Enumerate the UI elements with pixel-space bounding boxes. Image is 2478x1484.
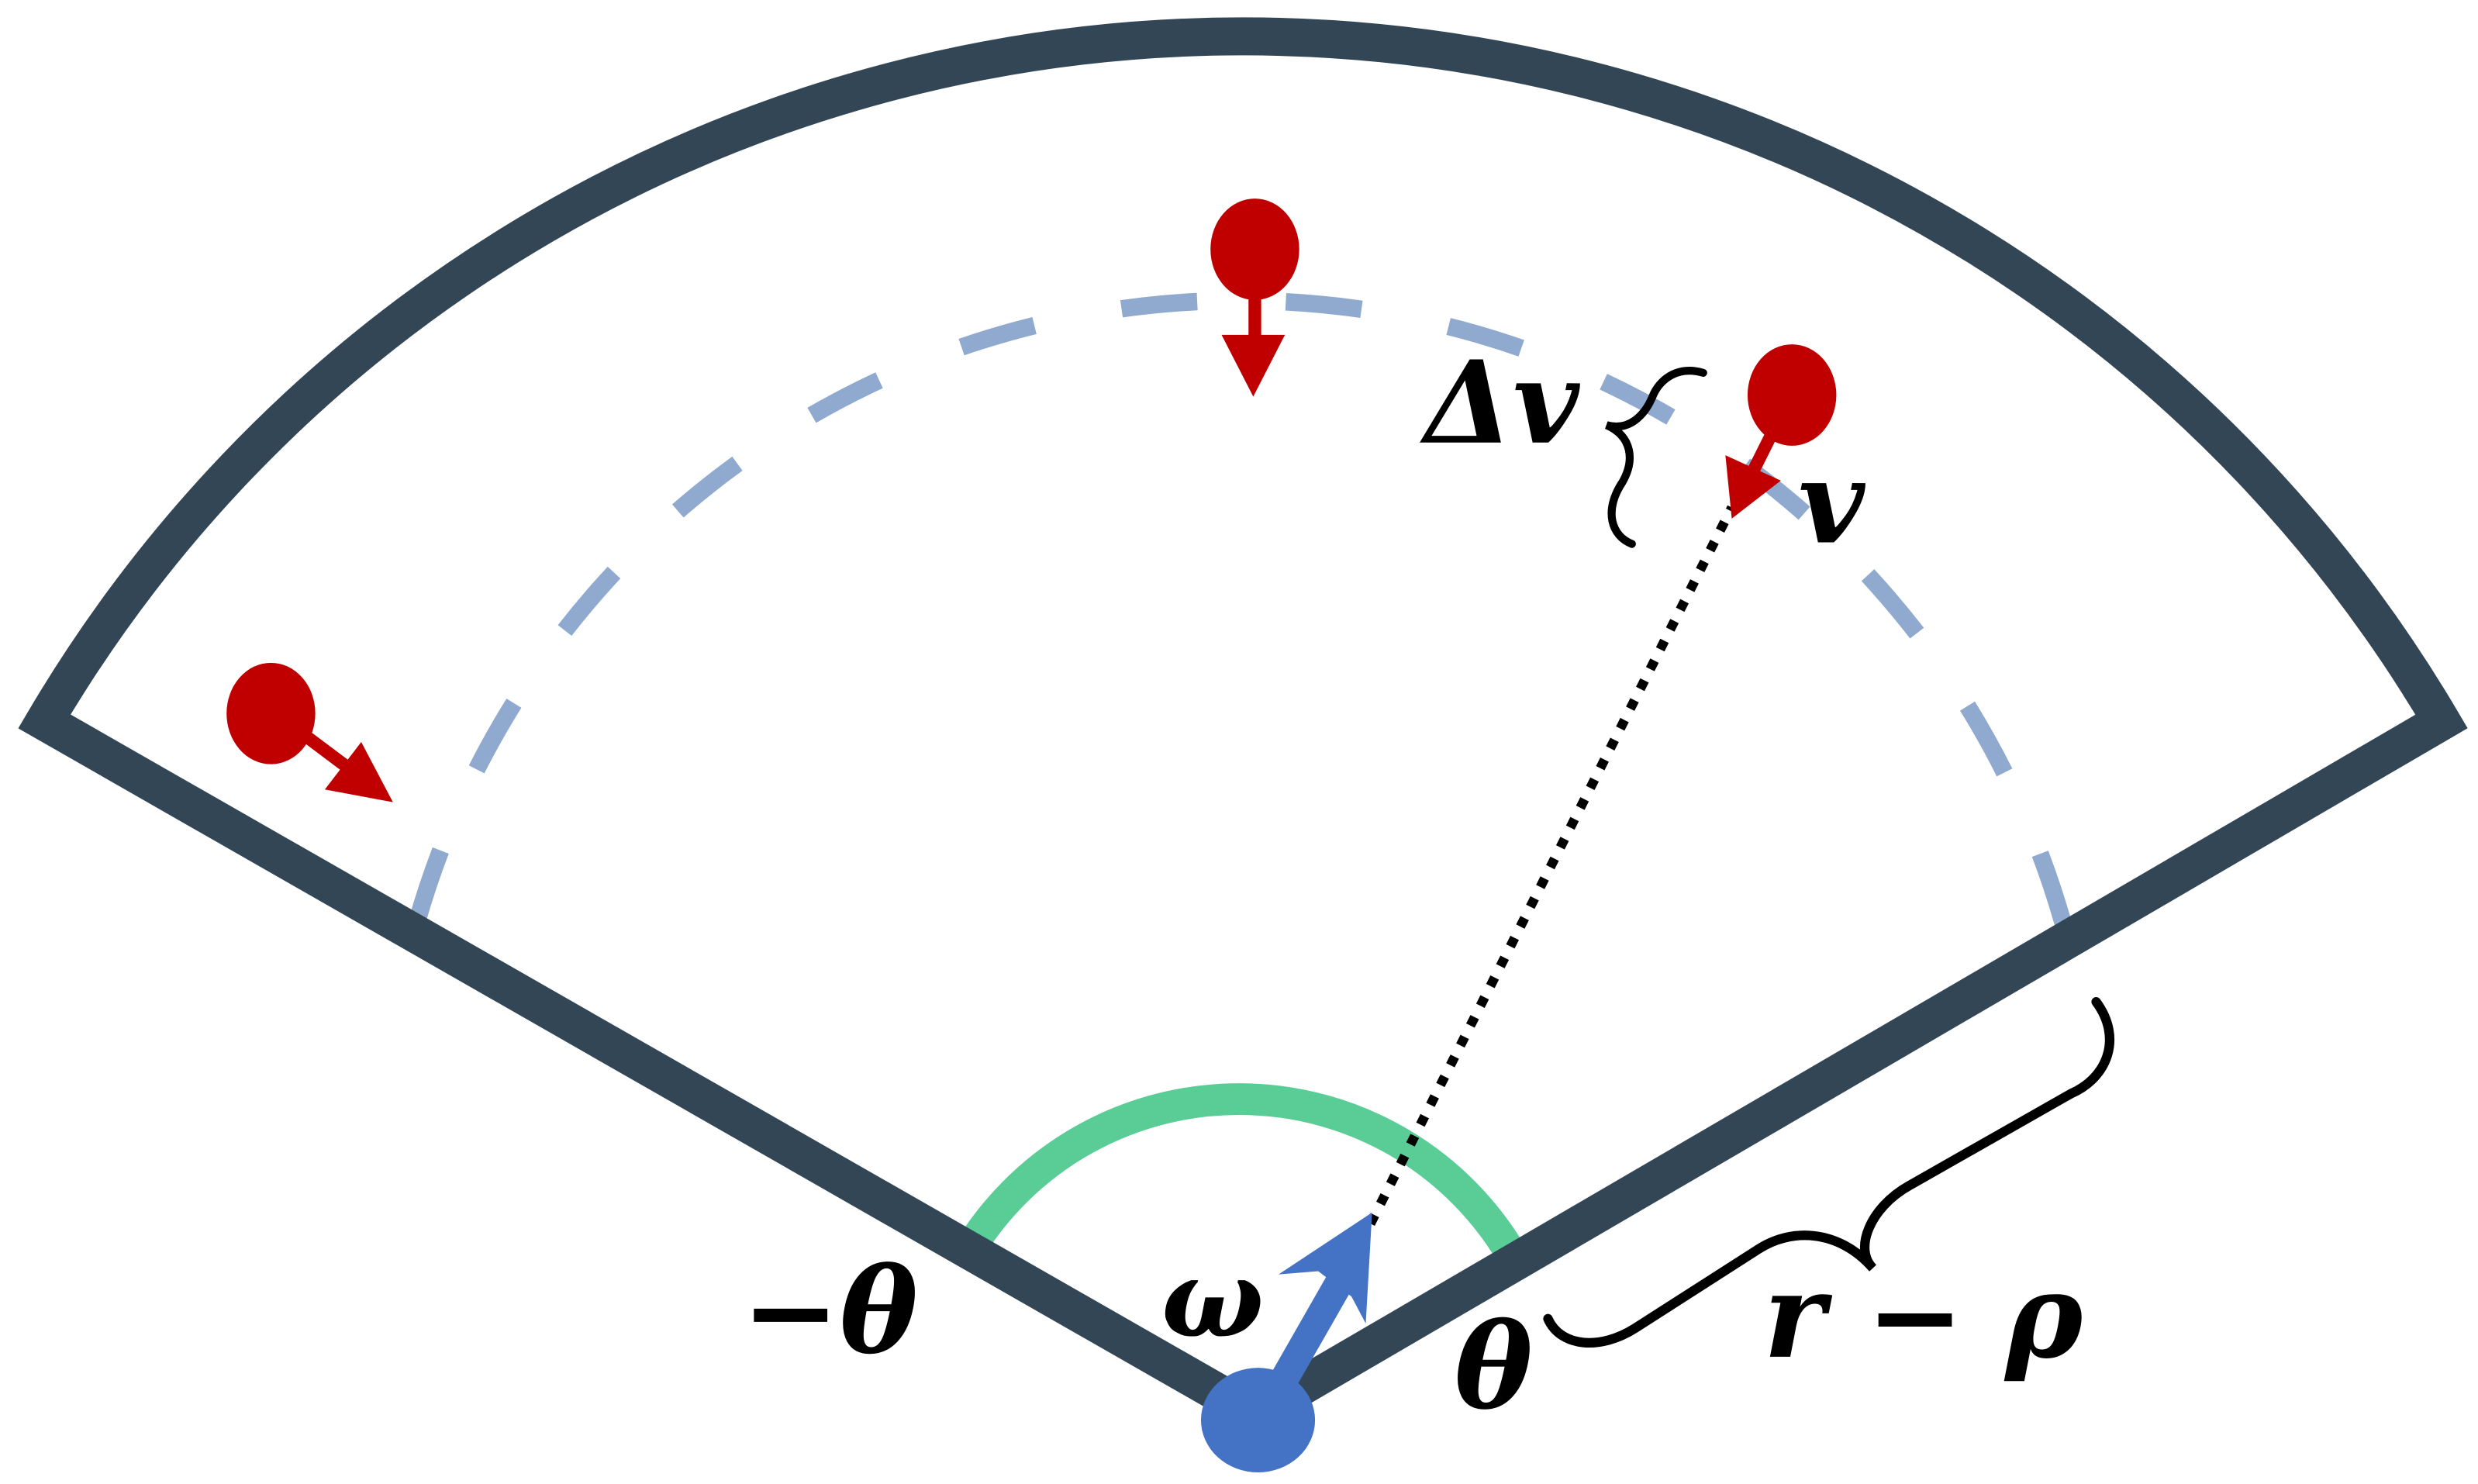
dashed-arc (408, 292, 2072, 926)
dotted-line (1366, 505, 1736, 1226)
target-left-dot (226, 662, 316, 764)
omega-label: ω (1161, 1235, 1264, 1361)
agent (1200, 1368, 1316, 1473)
r-minus-rho-label: r − ρ (1763, 1247, 2084, 1385)
agent-heading-arrow (1265, 1273, 1353, 1399)
delta-v-brace (1604, 367, 1707, 548)
v-label: v (1798, 436, 1865, 570)
target-right (1725, 344, 1837, 519)
target-top (1210, 198, 1299, 397)
target-top-arrowhead (1221, 334, 1286, 397)
target-left (226, 662, 393, 802)
r-minus-rho-brace (1543, 997, 2114, 1348)
minus-theta-label: −θ (741, 1242, 918, 1380)
target-top-dot (1210, 198, 1299, 300)
agent-heading-arrowhead (1279, 1212, 1372, 1324)
target-right-arrow (1746, 425, 1781, 476)
target-right-arrowhead (1725, 455, 1781, 519)
target-left-arrowhead (324, 742, 393, 802)
delta-v-label: Δv (1419, 336, 1580, 470)
target-right-dot (1747, 344, 1837, 446)
angle-arc (956, 1083, 1522, 1258)
target-left-arrow (297, 727, 356, 776)
theta-label: θ (1455, 1297, 1533, 1435)
sector-outline (18, 17, 2468, 1436)
